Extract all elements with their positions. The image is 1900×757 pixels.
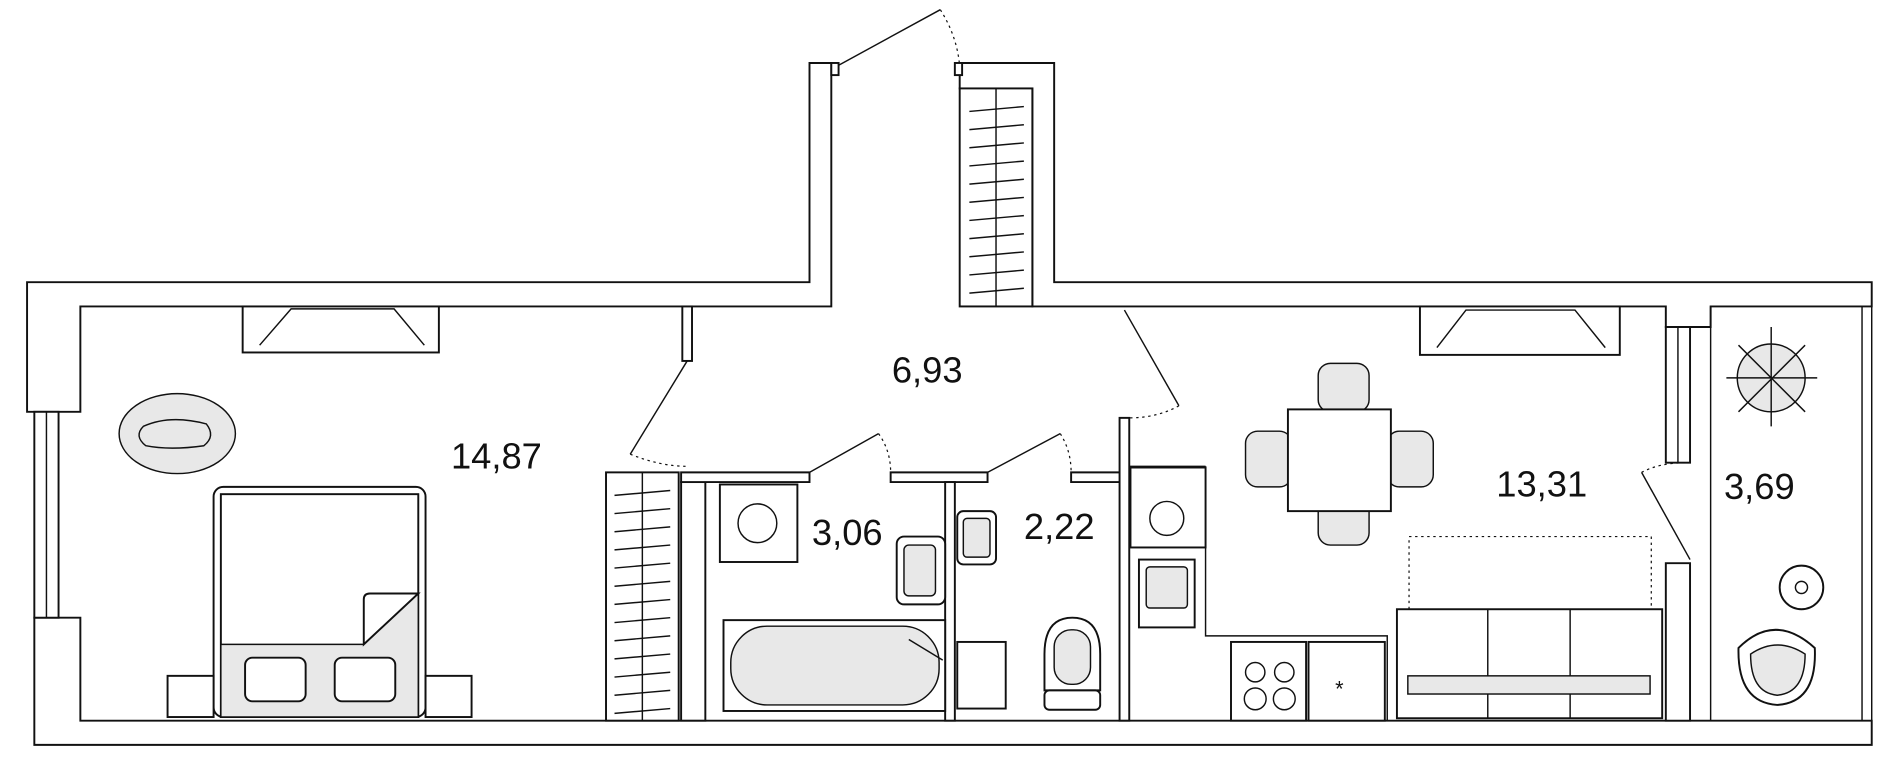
room-area-hallway: 6,93 [892,350,963,391]
hanger-line [969,287,1024,294]
nightstand-left [166,674,215,718]
hanger-line [614,689,671,696]
bathroom-door[interactable] [809,432,892,474]
rug-with-pet [118,392,237,475]
fridge: * [1307,640,1386,722]
hanger-line [969,105,1024,113]
hanger-line [969,142,1024,149]
plant [1726,327,1818,427]
boiler-cabinet [956,640,1007,710]
hanger-line [969,196,1024,203]
bathtub [722,619,947,712]
hanger-line [969,124,1024,131]
wardrobe-hall [958,87,1034,308]
hanger-line [614,562,671,569]
hanger-line [614,635,671,642]
washing-machine [718,483,799,563]
dining-table [1244,362,1434,546]
armchair [1737,628,1816,706]
toilet-sink [956,510,997,566]
wardrobe-bedroom [605,471,680,722]
room-area-toilet: 2,22 [1024,506,1095,547]
kitchen-door[interactable] [1123,309,1180,419]
side-table [1778,564,1825,611]
bathroom-sink [895,535,947,606]
hanger-line [969,269,1024,276]
room-area-bathroom: 3,06 [812,512,883,553]
window-kitchen [1418,305,1621,356]
dishwasher-cabinet [1129,466,1207,549]
hanger-line [614,616,671,624]
hanger-line [969,214,1024,222]
toilet-door[interactable] [987,432,1072,474]
hanger-line [614,507,671,515]
window-bedroom [241,305,440,354]
toilet [1043,616,1102,711]
hanger-line [614,489,671,497]
hanger-line [614,707,671,715]
hanger-line [969,160,1024,167]
hanger-line [614,580,671,587]
hanger-line [614,544,671,551]
kitchen-sink [1137,558,1196,629]
hanger-line [969,178,1024,185]
hanger-line [614,671,671,678]
sofa [1395,535,1664,720]
stove [1230,640,1308,722]
hanger-line [614,526,671,533]
room-area-kitchen-living: 13,31 [1496,464,1587,505]
room-area-bedroom: 14,87 [451,436,542,477]
nightstand-right [424,674,473,718]
balcony-door[interactable] [1640,462,1691,560]
hanger-line [969,233,1024,240]
bedroom-door[interactable] [629,305,693,467]
entry-door[interactable] [830,9,964,77]
walls [26,62,1873,746]
hanger-line [969,251,1024,258]
hanger-line [614,653,671,660]
hanger-line [614,598,671,606]
bed [212,485,427,718]
room-area-balcony: 3,69 [1724,466,1795,507]
svg-text:*: * [1335,676,1344,701]
